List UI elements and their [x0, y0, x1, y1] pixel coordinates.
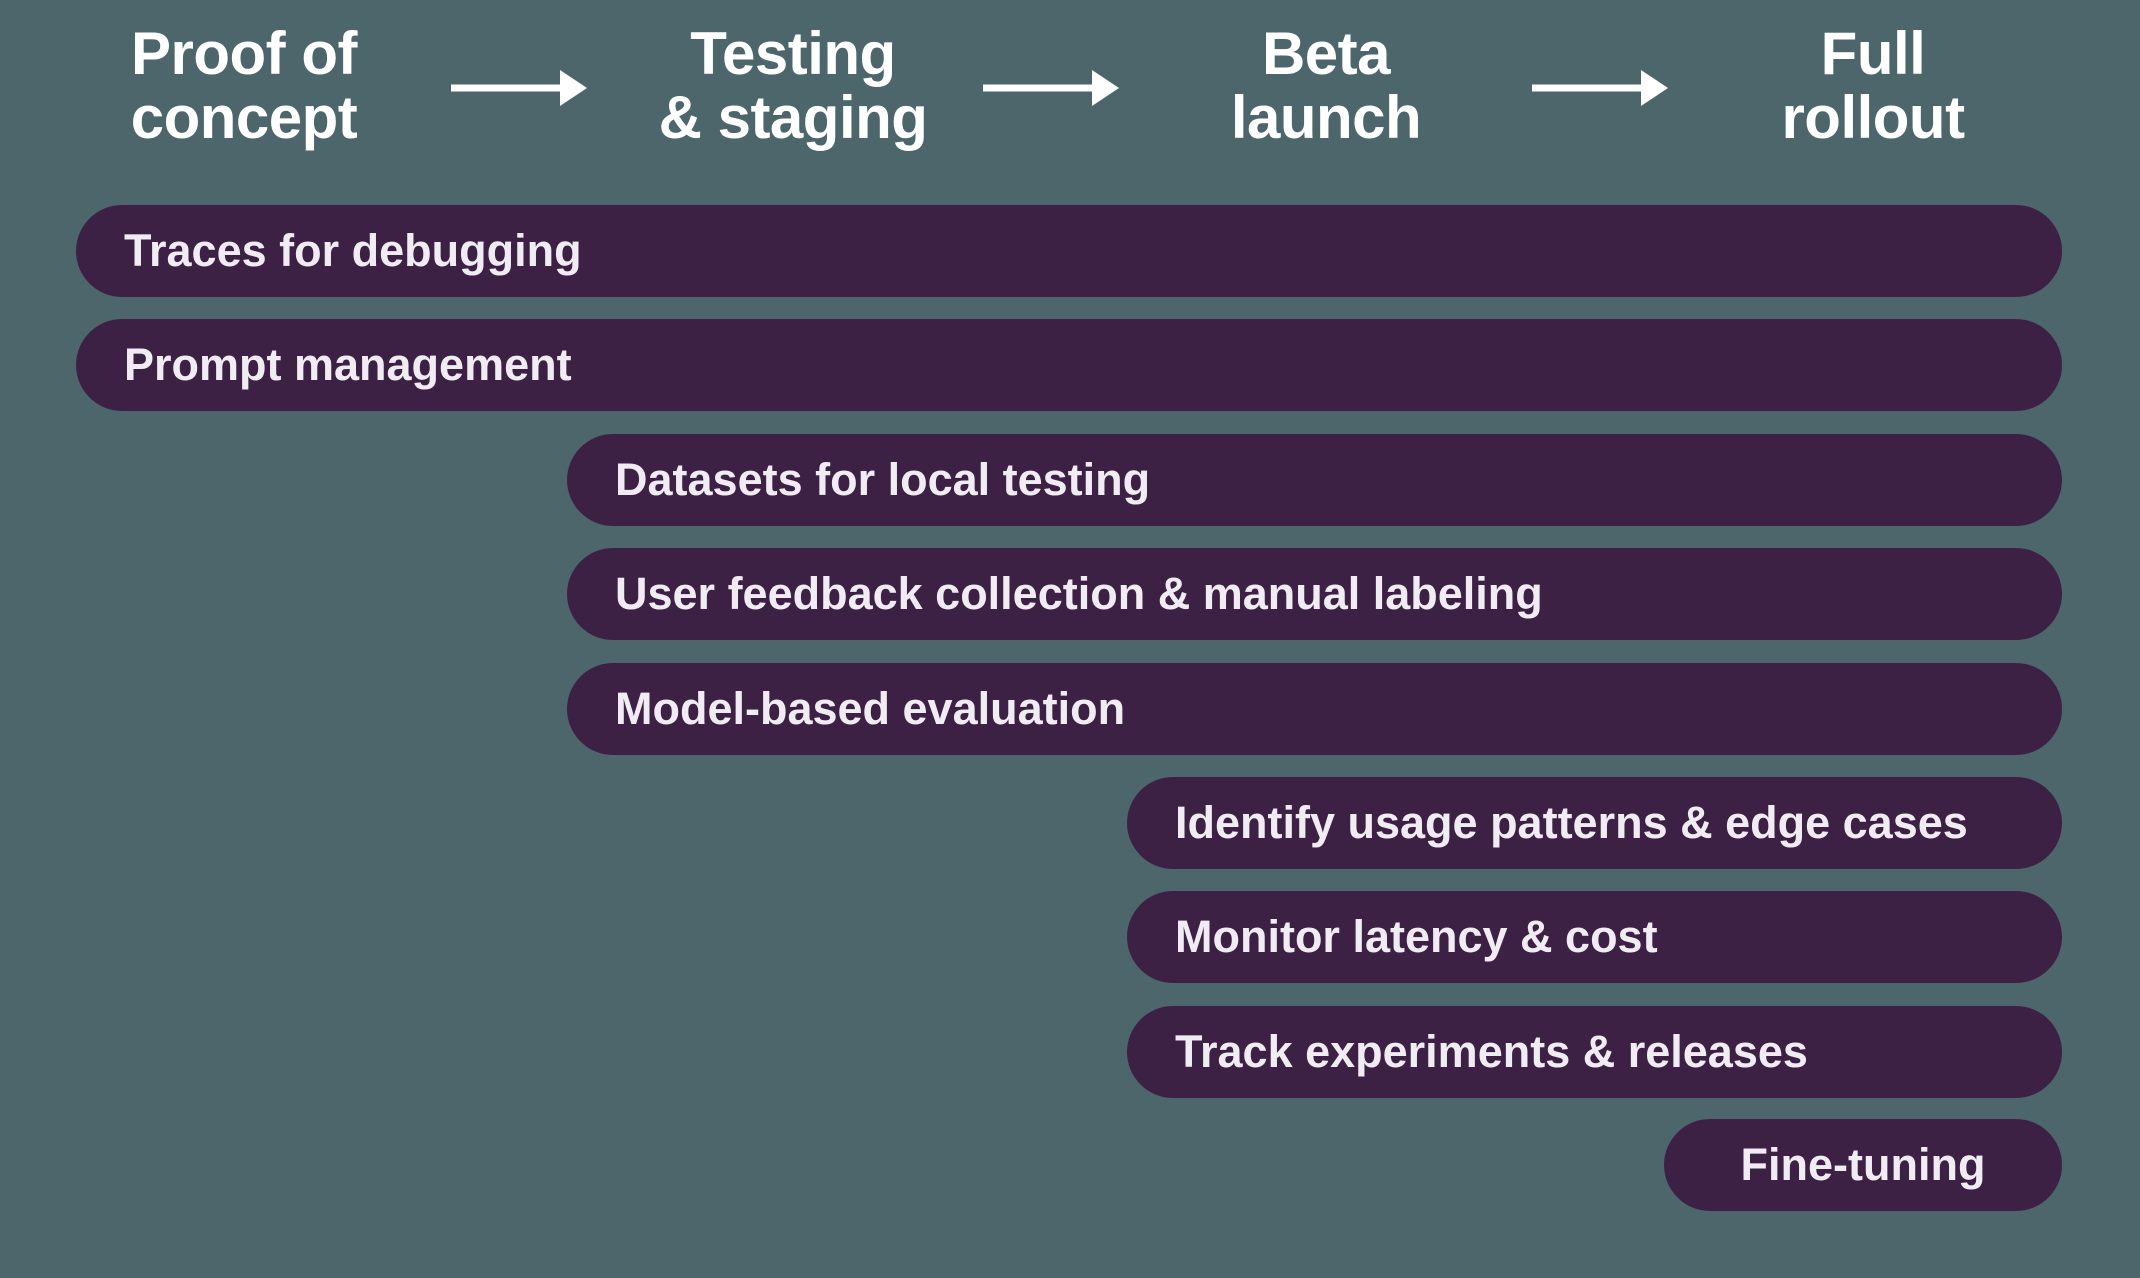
- feature-bar-prompt-management: Prompt management: [76, 319, 2062, 411]
- feature-bar-label: Track experiments & releases: [1175, 1026, 1808, 1077]
- stage-header-line: Full: [1820, 20, 1926, 87]
- stage-header-beta-launch: Beta launch: [1096, 22, 1556, 150]
- feature-bar-label: Fine-tuning: [1740, 1139, 1986, 1190]
- feature-bar-traces-for-debugging: Traces for debugging: [76, 205, 2062, 297]
- stage-header-full-rollout: Full rollout: [1643, 22, 2103, 150]
- right-arrow-icon: [1529, 66, 1671, 110]
- right-arrow-icon: [448, 66, 590, 110]
- stage-header-line: concept: [130, 84, 358, 151]
- stage-header-testing-staging: Testing & staging: [563, 22, 1023, 150]
- stage-header-line: launch: [1230, 84, 1422, 151]
- feature-bar-label: Monitor latency & cost: [1175, 911, 1658, 962]
- feature-bar-fine-tuning: Fine-tuning: [1664, 1119, 2062, 1211]
- right-arrow-icon: [980, 66, 1122, 110]
- feature-bar-label: Prompt management: [124, 339, 572, 390]
- feature-bar-track-experiments-releases: Track experiments & releases: [1127, 1006, 2062, 1098]
- feature-bar-datasets-for-local-testing: Datasets for local testing: [567, 434, 2062, 526]
- feature-bar-label: User feedback collection & manual labeli…: [615, 568, 1543, 619]
- stage-header-proof-of-concept: Proof of concept: [14, 22, 474, 150]
- feature-bar-identify-usage-patterns: Identify usage patterns & edge cases: [1127, 777, 2062, 869]
- feature-bar-label: Datasets for local testing: [615, 454, 1151, 505]
- feature-bar-label: Model-based evaluation: [615, 683, 1126, 734]
- feature-bar-model-based-evaluation: Model-based evaluation: [567, 663, 2062, 755]
- stage-header-line: Beta: [1261, 20, 1391, 87]
- stage-header-line: & staging: [658, 84, 928, 151]
- feature-bar-label: Traces for debugging: [124, 225, 582, 276]
- stage-header-line: Testing: [690, 20, 896, 87]
- feature-bar-user-feedback-collection: User feedback collection & manual labeli…: [567, 548, 2062, 640]
- stage-header-line: rollout: [1781, 84, 1965, 151]
- feature-bar-monitor-latency-cost: Monitor latency & cost: [1127, 891, 2062, 983]
- stage-header-line: Proof of: [131, 20, 357, 87]
- feature-bar-label: Identify usage patterns & edge cases: [1175, 797, 1968, 848]
